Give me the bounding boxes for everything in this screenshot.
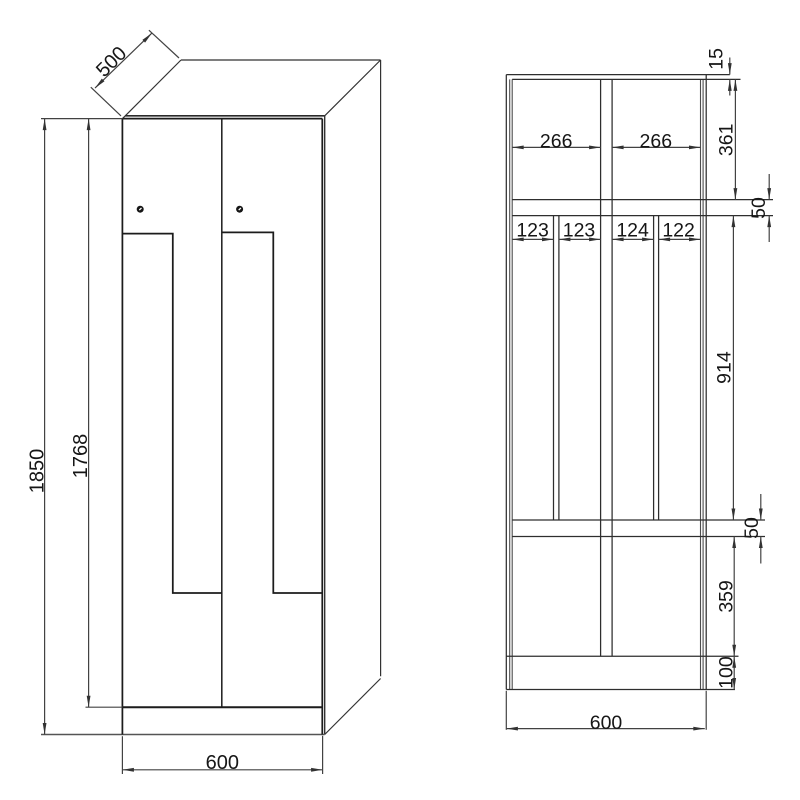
svg-text:266: 266 — [540, 131, 573, 153]
svg-text:123: 123 — [516, 220, 549, 242]
svg-text:122: 122 — [662, 220, 695, 242]
svg-text:500: 500 — [92, 43, 131, 82]
svg-text:359: 359 — [715, 580, 737, 613]
svg-text:124: 124 — [616, 220, 649, 242]
svg-text:50: 50 — [741, 517, 763, 539]
svg-text:1850: 1850 — [27, 449, 49, 494]
svg-text:914: 914 — [713, 351, 735, 384]
svg-text:361: 361 — [715, 124, 737, 157]
svg-text:15: 15 — [706, 48, 728, 70]
svg-text:266: 266 — [640, 131, 673, 153]
svg-text:50: 50 — [748, 197, 770, 219]
svg-text:123: 123 — [563, 220, 596, 242]
svg-text:1768: 1768 — [70, 434, 92, 479]
svg-text:600: 600 — [206, 752, 239, 774]
svg-text:600: 600 — [590, 712, 623, 734]
svg-text:100: 100 — [715, 656, 737, 689]
